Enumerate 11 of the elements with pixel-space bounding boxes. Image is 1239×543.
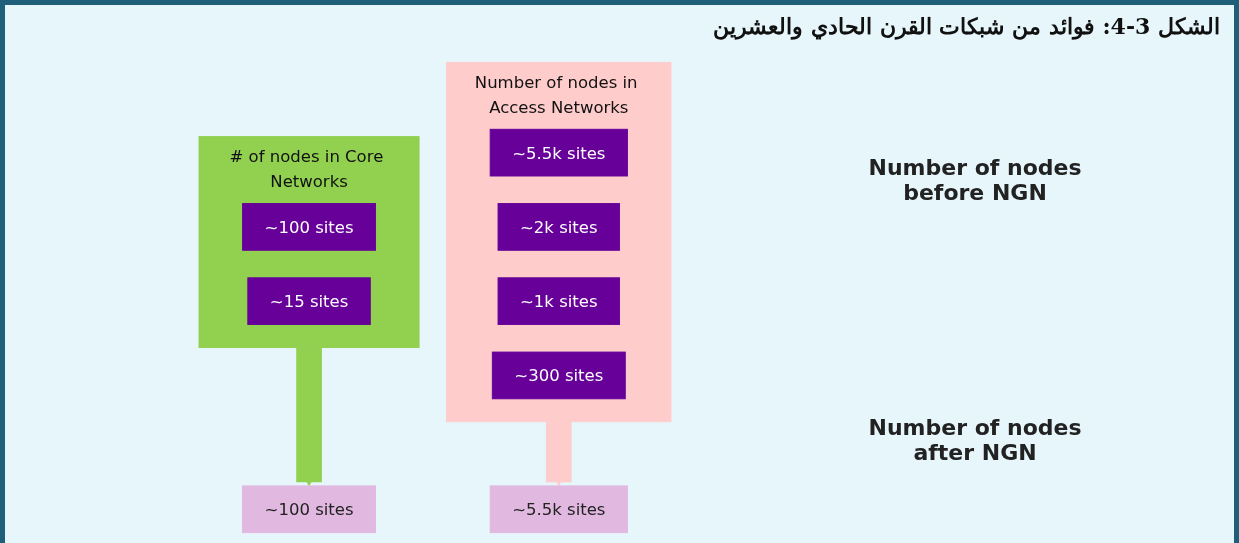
figure-title: الشكل 3-4: فوائد من شبكات القرن الحادي والعشرين bbox=[713, 13, 1220, 39]
row-label: Number of nodes before NGN bbox=[867, 155, 1083, 205]
node-box: ~2k sites bbox=[497, 203, 621, 251]
node-box: ~15 sites bbox=[247, 277, 371, 325]
node-box: ~5.5k sites bbox=[489, 128, 628, 177]
node-box: ~5.5k sites bbox=[489, 485, 628, 534]
node-box: ~100 sites bbox=[242, 203, 376, 251]
row-label: Number of nodes after NGN bbox=[867, 415, 1083, 465]
node-box: ~100 sites bbox=[242, 485, 376, 534]
node-box: ~1k sites bbox=[497, 277, 621, 325]
node-box: ~300 sites bbox=[491, 351, 626, 400]
